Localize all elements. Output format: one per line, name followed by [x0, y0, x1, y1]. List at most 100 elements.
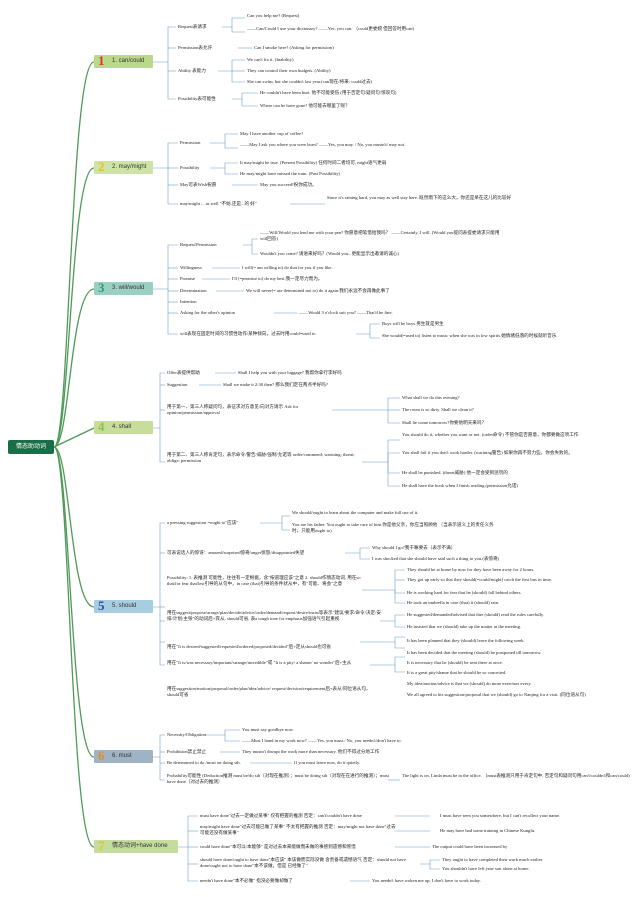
will-promise-example: I'll (=promise to) do my best.我一定尽力而为。	[232, 276, 323, 281]
should-pressing-example: We should/ought to learn about the compu…	[292, 510, 419, 515]
shall-first-person-example: Shall he come tomorrow?你要他明天来吗？	[402, 420, 487, 425]
will-determination-label: Determination	[180, 288, 207, 293]
must-necessity-example: ——Must I hand in my work now? ——Yes, you…	[242, 738, 402, 743]
module-label: 6. must	[112, 753, 132, 759]
may-possibility-example: He may/might have missed the train. (Pas…	[240, 171, 341, 176]
will-habit-label: will表现在固定时间的习惯性动作/某种倾向，过去时用could=used to	[180, 331, 316, 336]
will-determination-example: We will never(= are determined not to) d…	[246, 288, 390, 293]
module-label: 1. can/could	[112, 58, 145, 64]
should-necessary-example: It is necessary that he (should) be sent…	[407, 660, 503, 665]
may-permission-example: May I have another cup of coffee?	[240, 131, 304, 136]
must-determined-example: If you must leave now, do it quietly.	[294, 760, 361, 765]
can-possibility-example: Where can he have gone? 他可能去哪里了呢？	[260, 103, 350, 108]
shall-first-person-example: The room is so dirty. Shall we clean it?	[402, 407, 474, 412]
should-emotion-label: 可表说话人的惊讶：amazed/surprised惊奇/anger愤怒/disa…	[167, 550, 305, 555]
module-label: 4. shall	[112, 424, 132, 430]
must-prohibition-example: They mustn't disrupt the work more than …	[242, 749, 380, 754]
can-permission-label: Permission表允许	[178, 45, 213, 50]
module-number: 2	[98, 159, 105, 174]
module-should[interactable]: 5 5. should	[94, 598, 153, 613]
should-pressing-label: a pressing suggestion =ought to"应该"	[167, 520, 239, 525]
should-subjunctive-example: He insisted that we (should) take up the…	[407, 624, 522, 629]
module-label: 3. will/would	[112, 285, 145, 291]
will-request-example: ——Will/Would you lend me with your pen? …	[260, 230, 500, 242]
shall-second-person-example: You shall fail if you don't work harder.…	[402, 450, 573, 455]
shall-offer-example: Shall I help you with your luggage? 我帮你拿…	[238, 370, 342, 375]
should-subjunctive-example: He suggested/demanded/advised that thre …	[407, 612, 545, 617]
should-idea-label: 用在suggestion/motion/proposal/order/plan/…	[167, 686, 371, 698]
shall-first-person-example: What shall we do this evening?	[402, 395, 460, 400]
shall-second-person-label: 用于第二、第三人称肯定句，表示命令/警告/威胁/强制/允诺等 order/com…	[167, 452, 355, 464]
may-wish-label: May可表Wish祝愿	[180, 182, 217, 187]
should-idea-example: We all agreed to his suggestion/proposal…	[407, 692, 586, 697]
can-request-label: Request表请求	[178, 24, 207, 29]
module-may-might[interactable]: 2 2. may/might	[94, 159, 153, 174]
module-label: 2. may/might	[112, 164, 147, 170]
shall-second-person-example: He shall be punished. (threat威胁) 他一定会受到惩…	[402, 470, 508, 475]
module-label: 情态动词+have done	[112, 843, 168, 849]
may-as-well-label: may/might ... as well "不妨,还是...的 好"	[180, 201, 257, 206]
will-intention-label: Intention	[180, 299, 197, 304]
should-desired-label: 用在"It is desired/suggested/requested/ord…	[167, 644, 332, 649]
shall-offer-label: Offer表提供帮助	[167, 370, 200, 375]
must-probability-label: Probability可能性 (Deduction推测 must be/do s…	[167, 773, 389, 785]
must-prohibition-label: Prohibition禁止禁止	[167, 749, 207, 754]
should-have-done-example: You shouldn't have left your son alone a…	[442, 866, 530, 871]
should-idea-example: My idea/motion/advice is that we (should…	[407, 681, 532, 686]
may-possibility-label: Possibility	[180, 165, 200, 170]
will-asking-example: ——Would 3 o'clock suit you? ——That'd be …	[299, 310, 393, 315]
needn-have-done-label: needn't have done"本不必做" 指没必要做却做了	[200, 878, 293, 883]
should-emotion-example: I was shocked that she should have said …	[372, 556, 500, 561]
should-have-done-label: should have done/ought to have done"本应该"…	[200, 857, 406, 869]
module-must[interactable]: 6 6. must	[94, 748, 153, 763]
can-permission-example: Can I smoke here? (Asking for permission…	[254, 45, 334, 50]
may-permission-label: Permission	[180, 140, 201, 145]
should-desired-example: It has been decided that the meeting (sh…	[407, 650, 542, 655]
can-ability-label: Ability 表能力	[178, 68, 206, 73]
module-number: 6	[98, 748, 105, 763]
shall-second-person-example: You should do it, whether you want or no…	[402, 432, 579, 437]
module-label: 5. should	[112, 603, 137, 609]
should-emotion-example: Why should I go?我干嘛要去（表示不满）	[372, 545, 456, 550]
shall-suggestion-example: Shall we make it 2:30 then? 那么我们定在两点半好吗?	[223, 382, 328, 387]
could-have-done-example: The output could have been increased by	[432, 844, 508, 849]
module-number: 5	[98, 598, 105, 613]
shall-suggestion-label: Suggestion	[167, 382, 188, 387]
should-possibility-label: Possibility: 1. 表推测 可能性，往往有一定根据，含"按道理应该"…	[167, 575, 361, 587]
module-will-would[interactable]: 3 3. will/would	[94, 280, 153, 295]
root-node: 情态助动词	[8, 440, 54, 454]
can-possibility-label: Possibility表可能性	[178, 96, 216, 101]
must-necessity-label: Necessity/Obligation	[167, 732, 206, 737]
can-ability-example: She can swim, but she couldn't last year…	[247, 79, 373, 84]
should-have-done-example: They ought to have completed their work …	[442, 857, 544, 862]
will-habit-example: She would(=used to) listen to music when…	[382, 333, 558, 338]
should-possibility-example: He is working hard for fear that he (sho…	[407, 590, 522, 595]
could-have-done-label: could have done"本可以/本能够" 是对过去本来能做而未做的事感到…	[200, 844, 356, 849]
module-can-could[interactable]: 1 1. can/could	[94, 53, 153, 68]
should-possibility-example: They got up early so that they should(=c…	[407, 577, 552, 582]
can-ability-example: They can control their own budgets. (Abi…	[247, 68, 331, 73]
should-desired-example: It has been planned that they (should) l…	[407, 638, 525, 643]
should-possibility-example: They should be at home by now for they h…	[407, 567, 535, 572]
should-possibility-example: He took an umbrella in case (that) it (s…	[407, 600, 500, 605]
needn-have-done-example: You needn't have woken me up; I don't ha…	[372, 878, 481, 883]
must-probability-example: The light is on. Linda must be in the of…	[402, 773, 630, 778]
may-as-well-example: Since it's raining hard, you may as well…	[327, 195, 512, 200]
should-necessary-example: It is a great pity/shame that he should …	[407, 670, 507, 675]
can-ability-example: We can't fix it. (Inability)	[247, 57, 294, 62]
module-number: 1	[98, 53, 105, 68]
module-number: 3	[98, 280, 105, 295]
may-possibility-example: It may/might be true. (Present Possibili…	[240, 160, 387, 165]
may-have-done-example: He may have had some training in Chinese…	[440, 828, 536, 833]
should-necessary-label: 用在"It is/was necessary/important/strange…	[167, 660, 352, 665]
must-have-done-label: must have done"过去一定做过某事" 仅有把握的推测 否定：can'…	[200, 813, 362, 818]
will-willingness-example: I will(= am willing to) do that for you …	[242, 265, 333, 270]
will-asking-label: Asking for the other's opinion	[180, 310, 235, 315]
must-determined-label: Be determined to do /must on doing sth.	[167, 760, 241, 765]
will-promise-label: Promise	[180, 276, 196, 281]
must-necessity-example: You must say goodbye now.	[242, 727, 294, 732]
may-permission-example: ——May I ask you where you were born? ——Y…	[240, 142, 406, 147]
will-willingness-label: Willingness	[180, 265, 202, 270]
